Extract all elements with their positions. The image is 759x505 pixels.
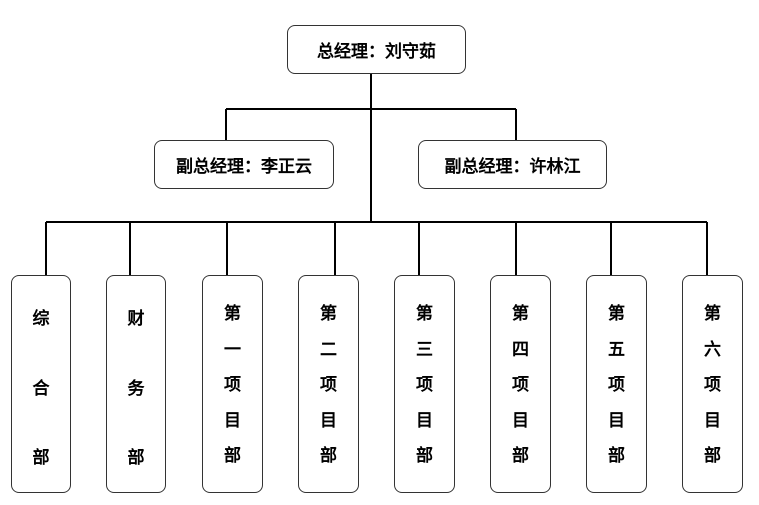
department-char: 目 xyxy=(608,410,625,431)
general-manager-box: 总经理：刘守茹 xyxy=(287,25,466,74)
department-box-finance: 财 务 部 xyxy=(106,275,166,493)
department-box-project-6: 第 六 项 目 部 xyxy=(682,275,743,493)
department-box-project-2: 第 二 项 目 部 xyxy=(298,275,359,493)
department-char: 第 xyxy=(608,304,625,324)
deputy-manager-box-1: 副总经理：李正云 xyxy=(154,140,334,189)
department-char: 二 xyxy=(320,339,337,360)
department-char: 财 xyxy=(127,309,145,329)
department-char: 项 xyxy=(704,375,721,395)
department-char: 第 xyxy=(512,304,529,324)
department-char: 三 xyxy=(416,339,433,360)
department-char: 部 xyxy=(416,446,433,466)
department-char: 目 xyxy=(704,410,721,431)
department-char: 第 xyxy=(320,304,337,324)
department-char: 项 xyxy=(416,375,433,395)
department-char: 第 xyxy=(224,304,241,324)
department-char: 部 xyxy=(704,446,721,466)
department-box-project-4: 第 四 项 目 部 xyxy=(490,275,551,493)
department-char: 务 xyxy=(127,378,145,399)
department-char: 目 xyxy=(416,410,433,431)
department-char: 部 xyxy=(608,446,625,466)
department-char: 合 xyxy=(32,378,50,399)
department-char: 项 xyxy=(512,375,529,395)
department-char: 项 xyxy=(224,375,241,395)
department-char: 四 xyxy=(512,339,529,360)
department-box-comprehensive: 综 合 部 xyxy=(11,275,71,493)
department-char: 部 xyxy=(32,448,50,468)
department-char: 第 xyxy=(416,304,433,324)
department-char: 部 xyxy=(320,446,337,466)
general-manager-label: 总经理：刘守茹 xyxy=(317,42,436,62)
department-char: 部 xyxy=(224,446,241,466)
department-char: 目 xyxy=(512,410,529,431)
deputy-manager-label: 副总经理：李正云 xyxy=(176,157,312,177)
department-char: 目 xyxy=(224,410,241,431)
department-box-project-5: 第 五 项 目 部 xyxy=(586,275,647,493)
department-char: 综 xyxy=(32,309,50,329)
department-box-project-1: 第 一 项 目 部 xyxy=(202,275,263,493)
deputy-manager-label: 副总经理：许林江 xyxy=(444,157,581,177)
department-char: 一 xyxy=(224,339,241,360)
department-char: 第 xyxy=(704,304,721,324)
department-char: 部 xyxy=(512,446,529,466)
department-char: 项 xyxy=(320,375,337,395)
department-char: 项 xyxy=(608,375,625,395)
department-char: 五 xyxy=(608,339,625,360)
deputy-manager-box-2: 副总经理：许林江 xyxy=(418,140,607,189)
department-char: 六 xyxy=(704,339,721,360)
department-box-project-3: 第 三 项 目 部 xyxy=(394,275,455,493)
department-char: 部 xyxy=(127,448,145,468)
department-char: 目 xyxy=(320,410,337,431)
